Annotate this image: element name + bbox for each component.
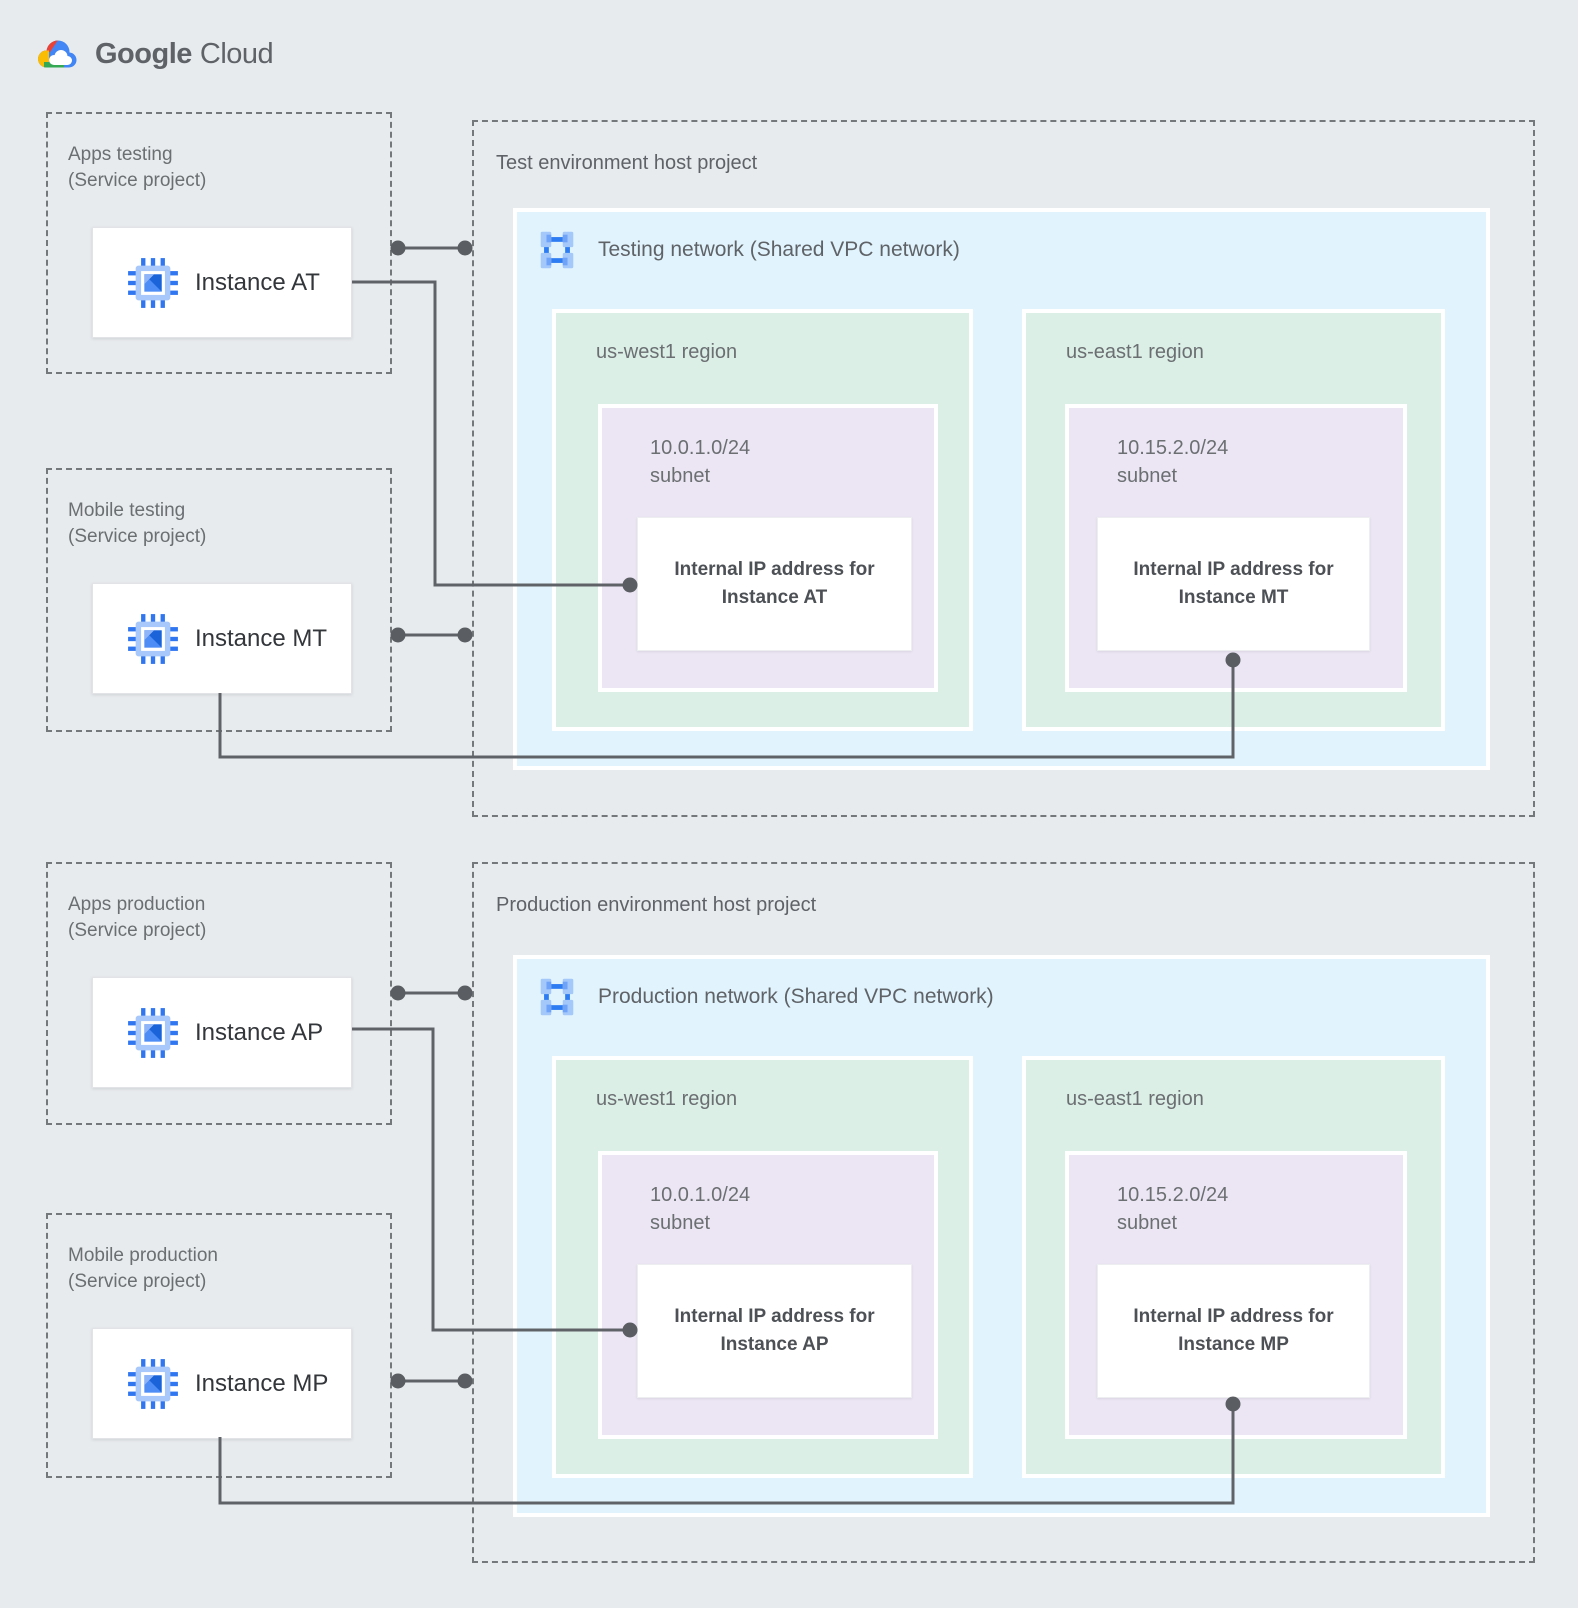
region-us-west1: us-west1 region 10.0.1.0/24 subnet Inter…	[552, 1056, 973, 1478]
ip-card-line2: Instance MT	[1178, 587, 1289, 608]
project-title-line2: (Service project)	[68, 1270, 207, 1292]
instance-label: Instance AP	[195, 1018, 324, 1046]
region-us-east1: us-east1 region 10.15.2.0/24 subnet Inte…	[1022, 1056, 1445, 1478]
vpc-network-icon	[540, 978, 574, 1016]
project-title: Apps testing (Service project)	[68, 142, 206, 193]
instance-card-mt: Instance MT	[92, 583, 352, 694]
subnet-10-0-1-0: 10.0.1.0/24 subnet Internal IP address f…	[598, 404, 938, 692]
project-title-line2: (Service project)	[68, 169, 207, 191]
ip-card-line2: Instance AT	[721, 587, 828, 608]
subnet-10-0-1-0: 10.0.1.0/24 subnet Internal IP address f…	[598, 1151, 938, 1439]
internal-ip-card-mp: Internal IP address for Instance MP	[1097, 1264, 1370, 1398]
region-us-west1: us-west1 region 10.0.1.0/24 subnet Inter…	[552, 309, 973, 731]
project-title-line1: Apps production	[68, 894, 206, 915]
subnet-label: 10.15.2.0/24 subnet	[1117, 434, 1228, 490]
instance-label: Instance MT	[195, 624, 328, 652]
subnet-label: 10.0.1.0/24 subnet	[650, 434, 750, 490]
subnet-word: subnet	[1117, 465, 1178, 487]
connector-endpoint-dot	[390, 985, 406, 1001]
connector-endpoint-dot	[457, 627, 473, 643]
ip-card-line1: Internal IP address for	[674, 559, 875, 581]
project-title: Mobile testing (Service project)	[68, 498, 206, 549]
instance-card-mp: Instance MP	[92, 1328, 352, 1439]
subnet-label: 10.0.1.0/24 subnet	[650, 1181, 750, 1237]
ip-card-line1: Internal IP address for	[1133, 559, 1334, 581]
connector-endpoint-dot	[457, 1373, 473, 1389]
host-project-title: Test environment host project	[496, 152, 758, 174]
internal-ip-card-mt: Internal IP address for Instance MT	[1097, 517, 1370, 651]
ip-card-line1: Internal IP address for	[1133, 1306, 1334, 1328]
compute-engine-icon	[128, 257, 178, 308]
network-label: Production network (Shared VPC network)	[598, 985, 994, 1008]
vpc-network-icon	[540, 231, 574, 269]
instance-card-at: Instance AT	[92, 227, 352, 338]
instance-label: Instance AT	[195, 268, 320, 296]
host-project-title: Production environment host project	[496, 894, 817, 916]
project-title: Apps production (Service project)	[68, 892, 206, 943]
network-header: Testing network (Shared VPC network)	[534, 227, 960, 273]
region-label: us-west1 region	[596, 1088, 738, 1110]
connector-endpoint-dot	[390, 627, 406, 643]
subnet-word: subnet	[1117, 1212, 1178, 1234]
connector-endpoint-dot	[457, 985, 473, 1001]
subnet-10-15-2-0: 10.15.2.0/24 subnet Internal IP address …	[1065, 1151, 1407, 1439]
testing-network-box: Testing network (Shared VPC network) us-…	[513, 208, 1490, 770]
subnet-cidr: 10.15.2.0/24	[1117, 1184, 1229, 1206]
service-project-mobile-production: Mobile production (Service project) Inst…	[46, 1213, 392, 1478]
subnet-word: subnet	[650, 465, 711, 487]
production-network-box: Production network (Shared VPC network) …	[513, 955, 1490, 1517]
project-title-line1: Mobile testing	[68, 500, 186, 521]
region-label: us-east1 region	[1066, 341, 1204, 363]
logo-word-google: Google	[95, 37, 192, 70]
network-label: Testing network (Shared VPC network)	[598, 238, 960, 261]
ip-card-line1: Internal IP address for	[674, 1306, 875, 1328]
region-us-east1: us-east1 region 10.15.2.0/24 subnet Inte…	[1022, 309, 1445, 731]
ip-card-line2: Instance MP	[1178, 1334, 1289, 1355]
instance-card-ap: Instance AP	[92, 977, 352, 1088]
region-label: us-east1 region	[1066, 1088, 1204, 1110]
service-project-apps-production: Apps production (Service project) Instan…	[46, 862, 392, 1125]
subnet-word: subnet	[650, 1212, 711, 1234]
subnet-cidr: 10.0.1.0/24	[650, 1184, 751, 1206]
host-project-test: Test environment host project	[472, 120, 1535, 817]
project-title-line2: (Service project)	[68, 525, 207, 547]
project-title-line2: (Service project)	[68, 919, 207, 941]
service-project-mobile-testing: Mobile testing (Service project) Instanc…	[46, 468, 392, 732]
subnet-cidr: 10.15.2.0/24	[1117, 437, 1229, 459]
subnet-10-15-2-0: 10.15.2.0/24 subnet Internal IP address …	[1065, 404, 1407, 692]
service-project-apps-testing: Apps testing (Service project) Instance …	[46, 112, 392, 374]
instance-label: Instance MP	[195, 1369, 329, 1397]
connector-endpoint-dot	[390, 240, 406, 256]
connector-endpoint-dot	[390, 1373, 406, 1389]
internal-ip-card-ap: Internal IP address for Instance AP	[637, 1264, 912, 1398]
internal-ip-card-at: Internal IP address for Instance AT	[637, 517, 912, 651]
logo-word-cloud: Cloud	[199, 37, 274, 70]
compute-engine-icon	[128, 613, 178, 664]
host-project-production: Production environment host project	[472, 862, 1535, 1563]
ip-card-line2: Instance AP	[720, 1334, 829, 1355]
google-cloud-icon	[38, 40, 77, 68]
subnet-label: 10.15.2.0/24 subnet	[1117, 1181, 1228, 1237]
connector-endpoint-dot	[457, 240, 473, 256]
project-title-line1: Mobile production	[68, 1245, 218, 1266]
project-title-line1: Apps testing	[68, 144, 173, 165]
compute-engine-icon	[128, 1007, 178, 1058]
network-header: Production network (Shared VPC network)	[534, 974, 994, 1020]
project-title: Mobile production (Service project)	[68, 1243, 218, 1294]
subnet-cidr: 10.0.1.0/24	[650, 437, 751, 459]
region-label: us-west1 region	[596, 341, 738, 363]
compute-engine-icon	[128, 1358, 178, 1409]
